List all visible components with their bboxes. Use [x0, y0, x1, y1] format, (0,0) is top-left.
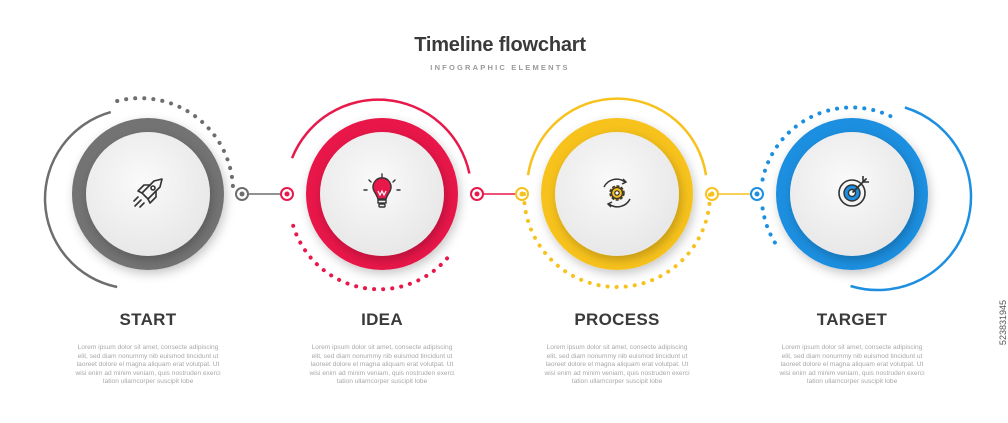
step-idea-description: Lorem ipsum dolor sit amet, consecte adi…: [309, 344, 455, 386]
page-subtitle: INFOGRAPHIC ELEMENTS: [430, 63, 570, 72]
step-start-label: START: [119, 310, 177, 329]
step-start-description: Lorem ipsum dolor sit amet, consecte adi…: [75, 344, 221, 386]
step-process-text: PROCESS Lorem ipsum dolor sit amet, cons…: [542, 310, 692, 387]
step-start-circle: [43, 96, 236, 289]
target-icon: [838, 176, 869, 207]
connector-process-target: [705, 187, 764, 201]
step-process-label: PROCESS: [574, 310, 660, 329]
image-id-stamp: 523831945: [998, 300, 1008, 346]
rocket-icon: [133, 178, 163, 208]
step-target-description: Lorem ipsum dolor sit amet, consecte adi…: [779, 344, 925, 386]
connector-start-idea: [235, 187, 294, 201]
header: Timeline flowchart INFOGRAPHIC ELEMENTS: [0, 34, 1000, 72]
step-start-text: START Lorem ipsum dolor sit amet, consec…: [73, 310, 223, 387]
step-idea-circle: [290, 98, 471, 292]
connector-idea-process: [470, 187, 529, 201]
page-title: Timeline flowchart: [414, 34, 586, 56]
step-process-circle: [522, 97, 712, 289]
lightbulb-icon: [363, 173, 401, 208]
step-process-description: Lorem ipsum dolor sit amet, consecte adi…: [544, 344, 690, 386]
step-target-label: TARGET: [816, 310, 888, 329]
gear-cycle-icon: [603, 178, 631, 208]
step-idea-label: IDEA: [361, 310, 403, 329]
step-target-circle: [760, 105, 973, 292]
step-idea-text: IDEA Lorem ipsum dolor sit amet, consect…: [307, 310, 457, 387]
step-target-text: TARGET Lorem ipsum dolor sit amet, conse…: [777, 310, 927, 387]
